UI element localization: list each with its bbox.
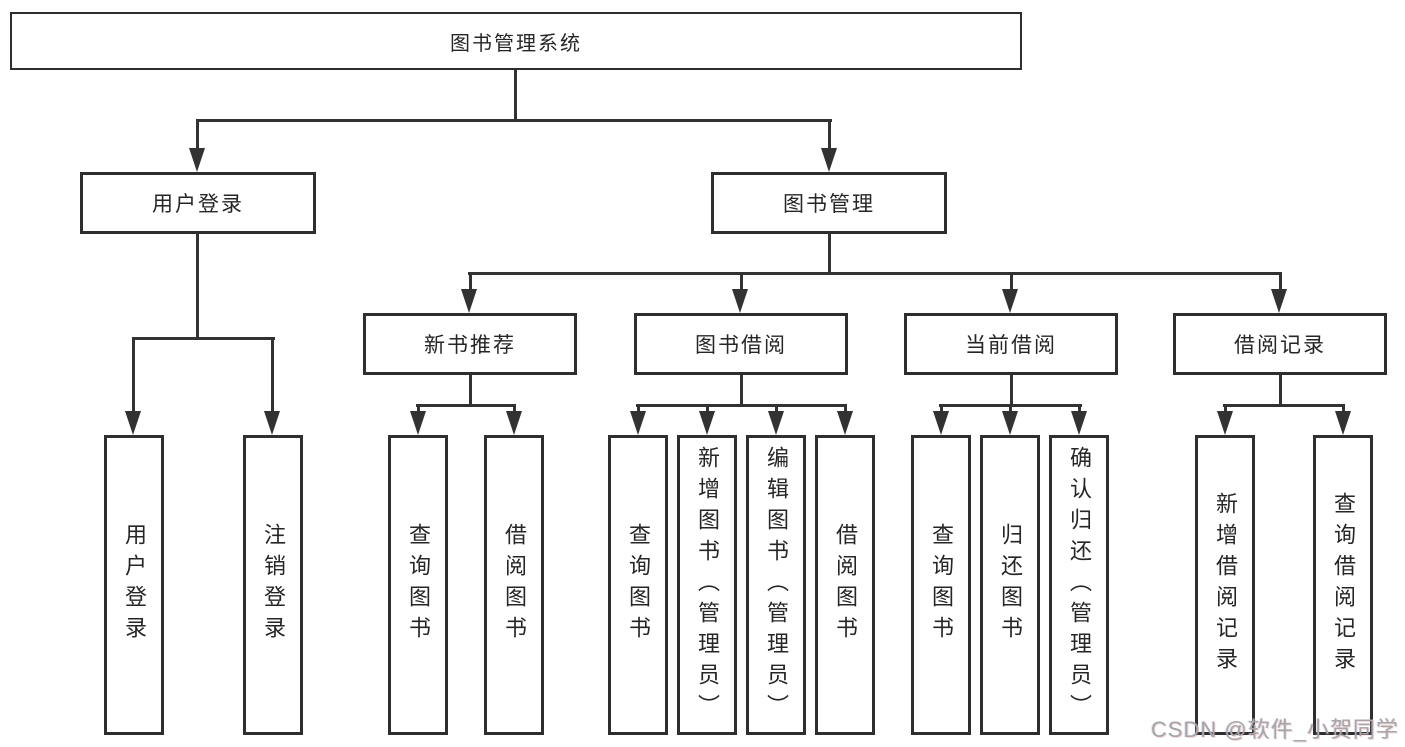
node-borrow-records: 借阅记录 (1173, 313, 1387, 375)
arrow-down-icon (821, 148, 837, 172)
leaf-label: 编辑图书（管理员） (764, 445, 789, 725)
connector-vline (1010, 272, 1013, 292)
leaf-return-book: 归还图书 (980, 435, 1040, 735)
connector-vline (1078, 404, 1081, 416)
node-book-management: 图书管理 (711, 172, 947, 234)
node-label: 当前借阅 (965, 334, 1057, 357)
leaf-label: 注销登录 (261, 523, 286, 647)
node-label: 新书推荐 (424, 334, 516, 357)
node-label: 图书借阅 (695, 334, 787, 357)
connector-hline (1223, 404, 1345, 407)
connector-hline (468, 272, 1282, 275)
arrow-down-icon (933, 411, 949, 435)
connector-vline (513, 404, 516, 416)
arrow-down-icon (410, 411, 426, 435)
leaf-label: 新增借阅记录 (1213, 492, 1238, 678)
leaf-user-login: 用户登录 (104, 435, 164, 735)
leaf-label: 用户登录 (122, 523, 147, 647)
leaf-edit-book-admin: 编辑图书（管理员） (746, 435, 806, 735)
leaf-label: 新增图书（管理员） (695, 445, 720, 725)
connector-vline (828, 234, 831, 275)
node-book-borrow: 图书借阅 (634, 313, 848, 375)
connector-vline (469, 375, 472, 407)
connector-hline (132, 337, 275, 340)
arrow-down-icon (1217, 411, 1233, 435)
connector-vline (740, 272, 743, 292)
connector-hline (636, 404, 847, 407)
connector-vline (469, 272, 472, 292)
leaf-borrow-books-recommend: 借阅图书 (484, 435, 544, 735)
leaf-add-borrow-record: 新增借阅记录 (1195, 435, 1255, 735)
connector-vline (828, 119, 831, 151)
arrow-down-icon (1071, 411, 1087, 435)
connector-vline (637, 404, 640, 416)
watermark: CSDN @软件_小贺同学 (1150, 717, 1399, 742)
connector-vline (196, 119, 199, 151)
node-user-login: 用户登录 (80, 172, 316, 234)
leaf-label: 归还图书 (998, 523, 1023, 647)
connector-vline (271, 337, 274, 413)
leaf-confirm-return-admin: 确认归还（管理员） (1049, 435, 1109, 735)
arrow-down-icon (732, 289, 748, 313)
arrow-down-icon (699, 411, 715, 435)
leaf-query-books-current: 查询图书 (911, 435, 971, 735)
arrow-down-icon (506, 411, 522, 435)
leaf-query-books-borrow: 查询图书 (608, 435, 668, 735)
connector-vline (132, 337, 135, 413)
connector-vline (940, 404, 943, 416)
arrow-down-icon (125, 411, 141, 435)
node-root-label: 图书管理系统 (450, 32, 582, 55)
arrow-down-icon (189, 148, 205, 172)
arrow-down-icon (1335, 411, 1351, 435)
arrow-down-icon (264, 411, 280, 435)
arrow-down-icon (768, 411, 784, 435)
connector-hline (196, 119, 832, 122)
arrow-down-icon (837, 411, 853, 435)
leaf-borrow-books: 借阅图书 (815, 435, 875, 735)
node-label: 图书管理 (783, 193, 875, 216)
leaf-query-borrow-record: 查询借阅记录 (1313, 435, 1373, 735)
leaf-label: 查询图书 (626, 523, 651, 647)
leaf-query-books-recommend: 查询图书 (388, 435, 448, 735)
node-root: 图书管理系统 (10, 12, 1022, 70)
connector-vline (844, 404, 847, 416)
connector-hline (416, 404, 516, 407)
node-label: 借阅记录 (1234, 334, 1326, 357)
node-label: 用户登录 (152, 193, 244, 216)
connector-vline (1009, 404, 1012, 416)
connector-vline (740, 375, 743, 407)
leaf-label: 查询图书 (929, 523, 954, 647)
connector-vline (1279, 375, 1282, 407)
arrow-down-icon (461, 289, 477, 313)
leaf-label: 查询借阅记录 (1331, 492, 1356, 678)
arrow-down-icon (1002, 289, 1018, 313)
connector-vline (1224, 404, 1227, 416)
arrow-down-icon (1002, 411, 1018, 435)
arrow-down-icon (1271, 289, 1287, 313)
connector-vline (417, 404, 420, 416)
leaf-add-book-admin: 新增图书（管理员） (677, 435, 737, 735)
leaf-label: 确认归还（管理员） (1067, 445, 1092, 725)
node-new-book-recommend: 新书推荐 (363, 313, 577, 375)
arrow-down-icon (630, 411, 646, 435)
leaf-label: 借阅图书 (833, 523, 858, 647)
connector-vline (775, 404, 778, 416)
connector-vline (706, 404, 709, 416)
leaf-label: 借阅图书 (502, 523, 527, 647)
connector-vline (514, 70, 517, 122)
leaf-label: 查询图书 (406, 523, 431, 647)
connector-vline (196, 234, 199, 340)
connector-vline (1010, 375, 1013, 407)
connector-vline (1279, 272, 1282, 292)
node-current-borrow: 当前借阅 (904, 313, 1118, 375)
connector-vline (1342, 404, 1345, 416)
leaf-logout: 注销登录 (243, 435, 303, 735)
